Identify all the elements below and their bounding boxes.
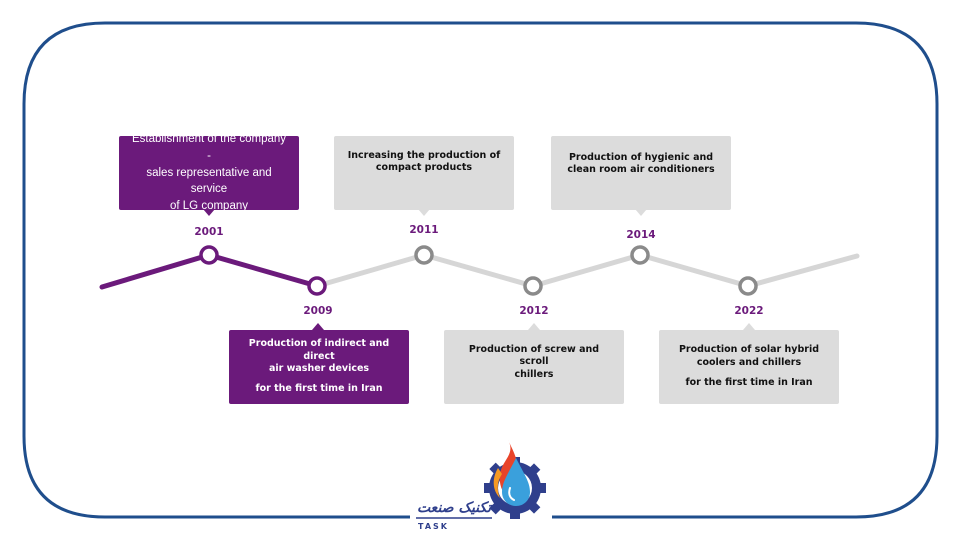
milestone-box-2014: Production of hygienic and clean room ai… bbox=[551, 136, 731, 210]
timeline-segment bbox=[637, 252, 751, 289]
timeline-lines bbox=[99, 252, 860, 290]
company-logo: تکنیک صنعت TASK bbox=[416, 440, 546, 531]
timeline-segment bbox=[421, 252, 536, 289]
milestone-text: for the first time in Iran bbox=[255, 383, 383, 395]
timeline-node-2011 bbox=[414, 245, 434, 265]
milestone-text: of LG company bbox=[170, 200, 248, 213]
year-label-2009: 2009 bbox=[303, 305, 333, 317]
timeline-node-2001 bbox=[199, 245, 219, 265]
milestone-text: Increasing the production of bbox=[347, 150, 501, 161]
milestone-text: Production of hygienic and bbox=[568, 152, 714, 163]
milestone-text: air washer devices bbox=[268, 363, 370, 374]
milestone-text: compact products bbox=[375, 162, 473, 174]
timeline-segment bbox=[530, 252, 643, 289]
timeline-segment bbox=[314, 252, 427, 289]
year-label-2014: 2014 bbox=[626, 229, 656, 241]
box-pointer bbox=[418, 209, 430, 216]
timeline-segment bbox=[99, 252, 212, 290]
year-label-2011: 2011 bbox=[409, 224, 439, 236]
milestone-text: clean room air conditioners bbox=[567, 164, 715, 176]
logo-sub: TASK bbox=[418, 522, 449, 531]
milestone-box-2001: Establishment of the company - sales rep… bbox=[119, 133, 299, 212]
milestone-text: Establishment of the company - bbox=[131, 133, 287, 162]
milestone-text: for the first time in Iran bbox=[685, 377, 813, 389]
timeline-node-2022 bbox=[738, 276, 758, 296]
milestone-box-2012: Production of screw and scroll chillers bbox=[444, 330, 624, 404]
logo-name: تکنیک صنعت bbox=[417, 500, 493, 516]
milestone-text: chillers bbox=[514, 368, 554, 380]
milestone-box-2009: Production of indirect and direct air wa… bbox=[229, 330, 409, 404]
timeline-node-2012 bbox=[523, 276, 543, 296]
milestone-text: Production of indirect and direct bbox=[248, 338, 390, 362]
box-pointer bbox=[312, 323, 324, 330]
water-drop-icon bbox=[502, 458, 530, 506]
timeline-nodes bbox=[199, 245, 758, 296]
frame-border bbox=[22, 21, 939, 519]
milestone-box-2022: Production of solar hybrid coolers and c… bbox=[659, 330, 839, 404]
milestone-text: Production of screw and scroll bbox=[468, 344, 600, 368]
milestone-box-2011: Increasing the production of compact pro… bbox=[334, 136, 514, 210]
year-label-2022: 2022 bbox=[734, 305, 764, 317]
box-pointer bbox=[203, 209, 215, 216]
milestone-text: sales representative and service bbox=[146, 166, 272, 196]
year-label-2001: 2001 bbox=[194, 226, 224, 238]
box-pointer bbox=[635, 209, 647, 216]
milestone-text: Production of solar hybrid bbox=[678, 344, 820, 356]
timeline-segment bbox=[206, 252, 320, 289]
year-label-2012: 2012 bbox=[519, 305, 549, 317]
timeline-segment bbox=[745, 253, 860, 289]
box-pointer bbox=[743, 323, 755, 330]
milestone-text: coolers and chillers bbox=[696, 356, 802, 368]
timeline-node-2009 bbox=[307, 276, 327, 296]
box-pointer bbox=[528, 323, 540, 330]
timeline-node-2014 bbox=[630, 245, 650, 265]
